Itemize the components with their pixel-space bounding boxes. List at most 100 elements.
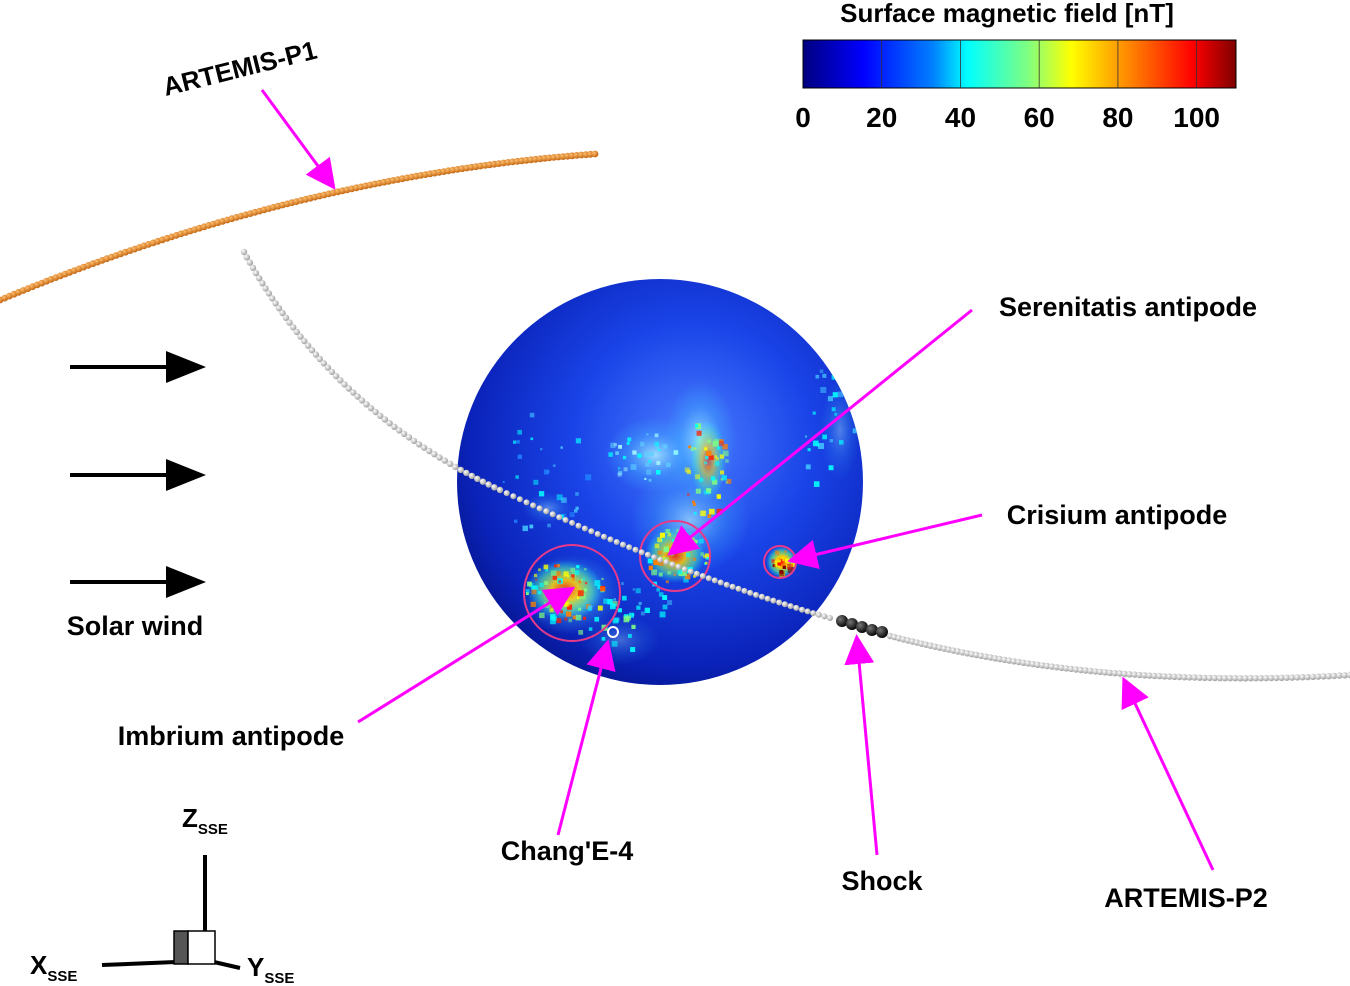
field-speckle xyxy=(644,607,650,613)
field-speckle xyxy=(632,450,637,455)
field-speckle xyxy=(693,512,697,515)
p2-orbit-bead xyxy=(468,472,475,480)
field-speckle xyxy=(852,428,858,434)
p2-orbit-bead xyxy=(1304,673,1311,681)
field-speckle xyxy=(775,550,780,555)
field-speckle xyxy=(684,467,690,473)
field-speckle xyxy=(653,559,660,565)
serenitatis-antipode-ring xyxy=(639,520,711,592)
field-speckle xyxy=(578,607,582,611)
p2-orbit-bead xyxy=(1346,671,1350,679)
p2-orbit-bead xyxy=(1121,670,1128,678)
field-speckle xyxy=(705,456,709,460)
field-speckle xyxy=(549,605,553,609)
artemis-p1-orbit xyxy=(0,150,599,304)
p2-orbit-bead xyxy=(262,285,269,292)
field-speckle xyxy=(640,441,645,447)
p2-orbit-bead xyxy=(1024,660,1032,667)
field-speckle xyxy=(549,608,554,613)
p2-orbit-bead xyxy=(436,454,443,461)
field-speckle xyxy=(502,481,505,483)
p2-orbit-bead xyxy=(536,505,543,512)
p2-orbit-bead xyxy=(316,355,323,363)
p2-orbit-bead xyxy=(391,423,398,430)
field-speckle xyxy=(575,614,582,621)
field-speckle xyxy=(582,616,587,620)
field-speckle xyxy=(537,590,542,595)
field-speckle xyxy=(636,605,641,610)
p2-orbit-bead xyxy=(243,254,251,261)
p2-orbit-bead xyxy=(491,484,498,491)
p2-orbit-bead xyxy=(256,275,263,282)
serenitatis-label: Serenitatis antipode xyxy=(999,292,1257,322)
field-speckle xyxy=(719,440,724,446)
p2-orbit-bead xyxy=(1278,674,1285,681)
field-speckle xyxy=(705,488,712,494)
field-speckle xyxy=(651,569,658,576)
field-speckle xyxy=(822,434,827,440)
p2-orbit-bead xyxy=(644,551,651,558)
p2-orbit-bead xyxy=(669,561,676,568)
p2-orbit-bead xyxy=(304,342,312,349)
shock-bead xyxy=(866,624,878,636)
field-speckle xyxy=(632,588,635,591)
field-speckle xyxy=(665,580,669,584)
field-speckle xyxy=(597,605,603,611)
p2-orbit-bead xyxy=(1294,674,1301,681)
field-speckle xyxy=(615,451,619,455)
field-speckle xyxy=(780,557,785,562)
p2-orbit-bead xyxy=(693,570,700,577)
field-speckle xyxy=(700,552,705,557)
serenitatis-arrow xyxy=(667,308,973,556)
field-speckle xyxy=(530,437,534,441)
field-speckle xyxy=(522,525,528,532)
imbrium-antipode-ring xyxy=(523,544,621,642)
field-speckle xyxy=(717,446,720,450)
field-speckle xyxy=(552,616,557,621)
p2-orbit-bead xyxy=(1315,673,1322,680)
field-speckle xyxy=(530,601,536,607)
field-speckle xyxy=(588,605,593,609)
field-speckle xyxy=(533,585,538,591)
field-speckle xyxy=(561,497,567,503)
field-speckle xyxy=(610,603,616,610)
p2-orbit-bead xyxy=(601,533,607,540)
field-speckle xyxy=(531,585,536,590)
field-speckle xyxy=(600,586,606,592)
field-speckle xyxy=(703,490,708,495)
p2-orbit-bead xyxy=(588,528,595,535)
p2-orbit-bead xyxy=(1330,672,1338,680)
p2-arrow xyxy=(1121,676,1215,871)
p2-orbit-bead xyxy=(1131,671,1138,678)
shock-beads xyxy=(836,615,888,638)
field-speckle xyxy=(601,577,604,580)
field-speckle xyxy=(681,545,687,552)
p2-orbit-bead xyxy=(1034,661,1041,668)
p2-orbit-bead xyxy=(1020,659,1027,666)
field-speckle xyxy=(658,449,661,452)
field-speckle xyxy=(558,580,561,583)
field-speckle xyxy=(828,465,834,471)
p2-orbit-bead xyxy=(581,525,588,532)
p2-orbit-bead xyxy=(341,381,348,388)
field-speckle xyxy=(726,478,732,484)
p2-orbit-bead xyxy=(1216,674,1224,682)
field-speckle xyxy=(516,440,520,444)
field-speckle xyxy=(529,412,535,418)
p2-orbit-bead xyxy=(747,589,754,596)
field-speckle xyxy=(514,519,518,523)
p2-orbit-bead xyxy=(1206,674,1213,682)
p2-orbit-bead xyxy=(1126,671,1133,678)
field-speckle xyxy=(709,508,715,515)
field-speckle xyxy=(685,574,691,580)
field-speckle xyxy=(699,477,704,482)
imbrium-label: Imbrium antipode xyxy=(118,721,345,751)
field-speckle xyxy=(547,523,551,528)
p2-orbit-bead xyxy=(1273,674,1280,682)
p2-orbit-bead xyxy=(758,593,765,600)
field-speckle xyxy=(785,558,790,563)
field-speckle xyxy=(646,433,649,436)
p2-orbit-bead xyxy=(996,655,1003,663)
p2-orbit-bead xyxy=(613,539,620,545)
